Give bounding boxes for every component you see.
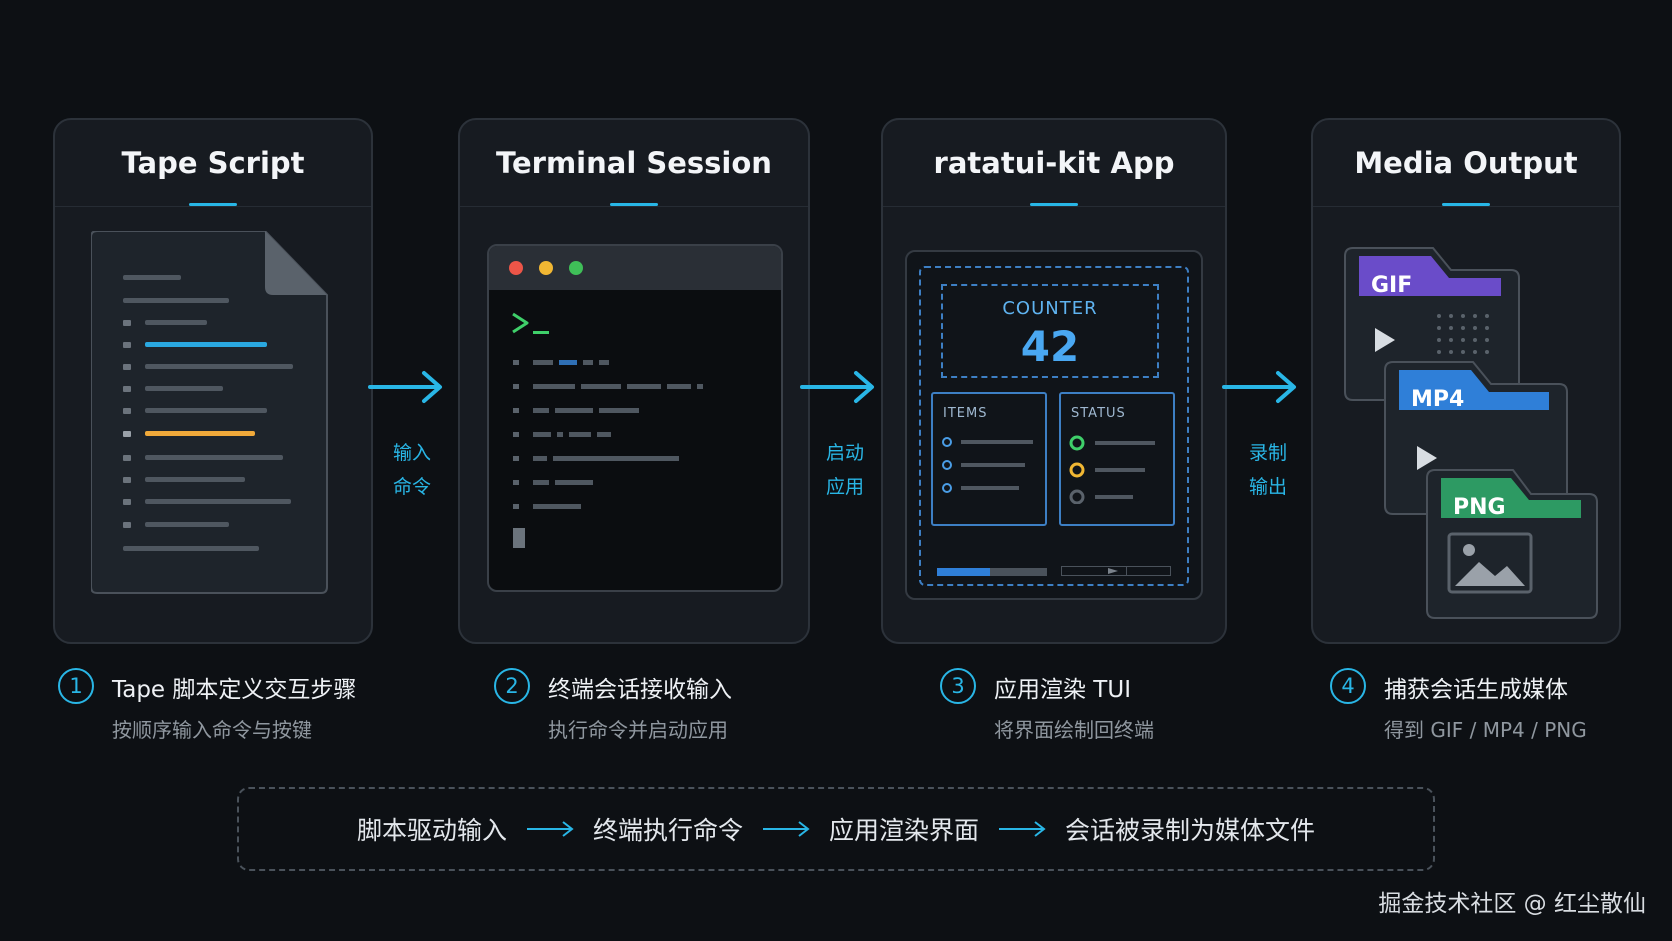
step-number: 4 bbox=[1330, 668, 1366, 704]
scroll-divider bbox=[1126, 567, 1127, 575]
arrow-right-icon bbox=[526, 821, 574, 837]
panel-media-output: Media Output GIF MP4 bbox=[1311, 118, 1621, 644]
flow-label-3: 录制 输出 bbox=[1238, 436, 1298, 504]
counter-widget: COUNTER 42 bbox=[941, 284, 1159, 378]
scroll-track bbox=[1061, 566, 1171, 576]
panel-divider bbox=[55, 206, 371, 207]
flow-arrow-3 bbox=[1222, 371, 1296, 403]
panel-divider bbox=[1313, 206, 1619, 207]
summary-box: 脚本驱动输入 终端执行命令 应用渲染界面 会话被录制为媒体文件 bbox=[237, 787, 1435, 871]
panel-title: Terminal Session bbox=[496, 146, 772, 180]
step-subtitle: 按顺序输入命令与按键 bbox=[112, 718, 312, 742]
flow-arrow-1 bbox=[368, 371, 442, 403]
flow-label-line: 录制 bbox=[1248, 442, 1287, 464]
status-widget: STATUS bbox=[1059, 392, 1175, 526]
scroll-thumb-icon bbox=[1108, 568, 1118, 574]
arrow-right-icon bbox=[999, 821, 1046, 837]
step-title: 捕获会话生成媒体 bbox=[1384, 677, 1568, 703]
panel-ratatui-app: ratatui-kit App COUNTER 42 ITEMS bbox=[881, 118, 1227, 644]
terminal-output bbox=[512, 312, 703, 548]
step-subtitle: 得到 GIF / MP4 / PNG bbox=[1384, 718, 1587, 742]
counter-label: COUNTER bbox=[1002, 298, 1098, 319]
step-title: Tape 脚本定义交互步骤 bbox=[112, 677, 357, 703]
summary-step: 终端执行命令 bbox=[592, 816, 743, 845]
panel-divider bbox=[460, 206, 808, 207]
panel-title: Media Output bbox=[1354, 146, 1578, 180]
flow-label-line: 命令 bbox=[392, 476, 431, 498]
flow-label-line: 输入 bbox=[392, 442, 431, 464]
status-label: STATUS bbox=[1071, 406, 1126, 421]
minimize-dot bbox=[539, 261, 553, 275]
title-underline bbox=[610, 203, 658, 206]
mp4-label: MP4 bbox=[1411, 387, 1464, 412]
summary-step: 会话被录制为媒体文件 bbox=[1065, 816, 1316, 845]
title-underline bbox=[1030, 203, 1078, 206]
status-list bbox=[1069, 435, 1155, 504]
terminal-window bbox=[487, 244, 783, 592]
flow-label-line: 输出 bbox=[1248, 476, 1287, 498]
tui-app-window: COUNTER 42 ITEMS STATUS bbox=[905, 250, 1203, 600]
step-number: 2 bbox=[494, 668, 530, 704]
panel-tape-script: Tape Script bbox=[53, 118, 373, 644]
png-file-icon: PNG bbox=[1426, 469, 1598, 619]
media-files: GIF MP4 PNG bbox=[1344, 247, 1598, 619]
summary-step: 脚本驱动输入 bbox=[356, 816, 507, 845]
panel-title: Tape Script bbox=[121, 146, 305, 180]
items-label: ITEMS bbox=[943, 406, 988, 421]
step-number: 1 bbox=[58, 668, 94, 704]
gif-label: GIF bbox=[1371, 273, 1412, 298]
items-widget: ITEMS bbox=[931, 392, 1047, 526]
step-number: 3 bbox=[940, 668, 976, 704]
panel-divider bbox=[883, 206, 1225, 207]
counter-value: 42 bbox=[1020, 322, 1080, 371]
close-dot bbox=[509, 261, 523, 275]
step-title: 应用渲染 TUI bbox=[994, 677, 1131, 703]
maximize-dot bbox=[569, 261, 583, 275]
watermark: 掘金技术社区 @ 红尘散仙 bbox=[1378, 891, 1646, 917]
title-underline bbox=[1442, 203, 1490, 206]
step-subtitle: 将界面绘制回终端 bbox=[994, 718, 1154, 742]
terminal-titlebar bbox=[489, 246, 781, 290]
step-title: 终端会话接收输入 bbox=[548, 677, 732, 703]
tui-app-frame: COUNTER 42 ITEMS STATUS bbox=[919, 266, 1189, 586]
arrow-right-icon bbox=[763, 821, 810, 837]
panel-terminal-session: Terminal Session bbox=[458, 118, 810, 644]
png-label: PNG bbox=[1453, 495, 1506, 520]
flow-label-2: 启动 应用 bbox=[815, 436, 875, 504]
panel-title: ratatui-kit App bbox=[933, 146, 1175, 180]
flow-label-1: 输入 命令 bbox=[382, 436, 442, 504]
flow-label-line: 启动 bbox=[825, 442, 864, 464]
flow-arrow-2 bbox=[800, 371, 874, 403]
step-subtitle: 执行命令并启动应用 bbox=[548, 718, 728, 742]
progress-fill bbox=[937, 568, 990, 576]
progress-bar bbox=[937, 568, 1047, 576]
summary-step: 应用渲染界面 bbox=[829, 816, 980, 845]
script-document-icon bbox=[91, 231, 328, 594]
title-underline bbox=[189, 203, 237, 206]
flow-label-line: 应用 bbox=[825, 476, 864, 498]
summary-flow: 脚本驱动输入 终端执行命令 应用渲染界面 会话被录制为媒体文件 bbox=[239, 789, 1433, 869]
items-list bbox=[942, 437, 1033, 493]
